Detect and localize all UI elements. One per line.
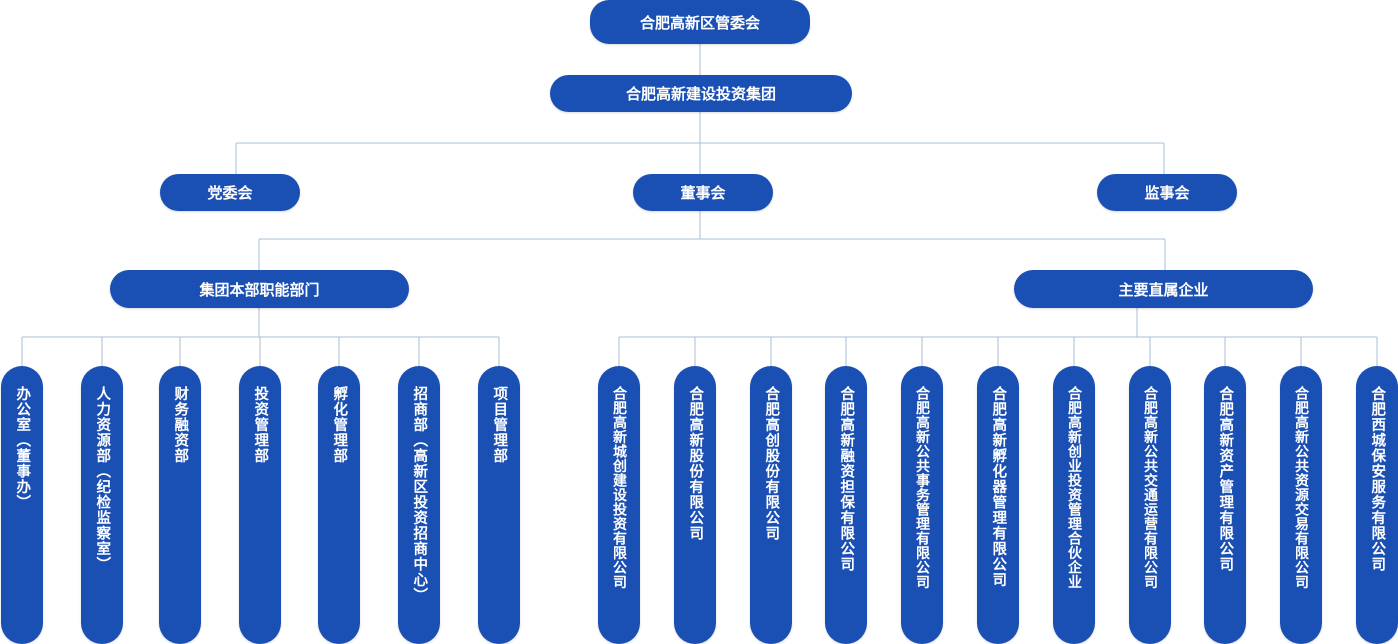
dept-label: 孵化管理部 [331,386,348,464]
node-party-committee-label: 党委会 [207,184,253,202]
dept-label: 财务融资部 [172,386,189,464]
node-supervisory-board-label: 监事会 [1144,184,1190,202]
dept-label: 招商部（高新区投资招商中心） [411,386,428,603]
company-label: 合肥高创股份有限公司 [763,386,780,541]
node-board-label: 董事会 [680,184,726,202]
company-node: 合肥西城保安服务有限公司 [1356,366,1398,644]
company-label: 合肥高新公共交通运营有限公司 [1142,386,1158,589]
company-label: 合肥高新融资担保有限公司 [838,386,855,572]
company-node: 合肥高新孵化器管理有限公司 [977,366,1019,644]
company-label: 合肥高新公共资源交易有限公司 [1293,386,1309,589]
node-hq-departments-label: 集团本部职能部门 [199,280,320,299]
company-node: 合肥高新股份有限公司 [674,366,716,644]
dept-node: 办公室（董事办） [1,366,43,644]
company-label: 合肥高新创业投资管理合伙企业 [1066,386,1082,589]
company-node: 合肥高新资产管理有限公司 [1204,366,1246,644]
dept-node: 项目管理部 [478,366,520,644]
node-hq-departments: 集团本部职能部门 [110,270,409,308]
node-party-committee: 党委会 [160,174,300,211]
company-node: 合肥高创股份有限公司 [750,366,792,644]
dept-node: 孵化管理部 [318,366,360,644]
company-label: 合肥西城保安服务有限公司 [1369,386,1386,572]
company-node: 合肥高新融资担保有限公司 [825,366,867,644]
dept-node: 招商部（高新区投资招商中心） [398,366,440,644]
company-node: 合肥高新城创建设投资有限公司 [598,366,640,644]
company-node: 合肥高新公共事务管理有限公司 [901,366,943,644]
dept-label: 人力资源部（纪检监察室） [94,386,111,572]
company-node: 合肥高新创业投资管理合伙企业 [1053,366,1095,644]
company-label: 合肥高新资产管理有限公司 [1217,386,1234,572]
company-label: 合肥高新城创建设投资有限公司 [611,386,627,589]
dept-label: 项目管理部 [491,386,508,464]
dept-label: 办公室（董事办） [14,386,31,510]
company-node: 合肥高新公共资源交易有限公司 [1280,366,1322,644]
dept-label: 投资管理部 [252,386,269,464]
node-top: 合肥高新区管委会 [590,0,810,44]
dept-node: 投资管理部 [239,366,281,644]
node-group: 合肥高新建设投资集团 [550,75,852,112]
company-label: 合肥高新公共事务管理有限公司 [914,386,930,589]
node-supervisory-board: 监事会 [1097,174,1237,211]
node-board: 董事会 [633,174,773,211]
dept-node: 财务融资部 [159,366,201,644]
node-top-label: 合肥高新区管委会 [639,13,760,32]
node-subsidiaries-label: 主要直属企业 [1118,280,1209,299]
company-node: 合肥高新公共交通运营有限公司 [1129,366,1171,644]
dept-node: 人力资源部（纪检监察室） [81,366,123,644]
node-subsidiaries: 主要直属企业 [1014,270,1313,308]
company-label: 合肥高新股份有限公司 [687,386,704,541]
node-group-label: 合肥高新建设投资集团 [625,85,776,103]
company-label: 合肥高新孵化器管理有限公司 [990,386,1007,588]
